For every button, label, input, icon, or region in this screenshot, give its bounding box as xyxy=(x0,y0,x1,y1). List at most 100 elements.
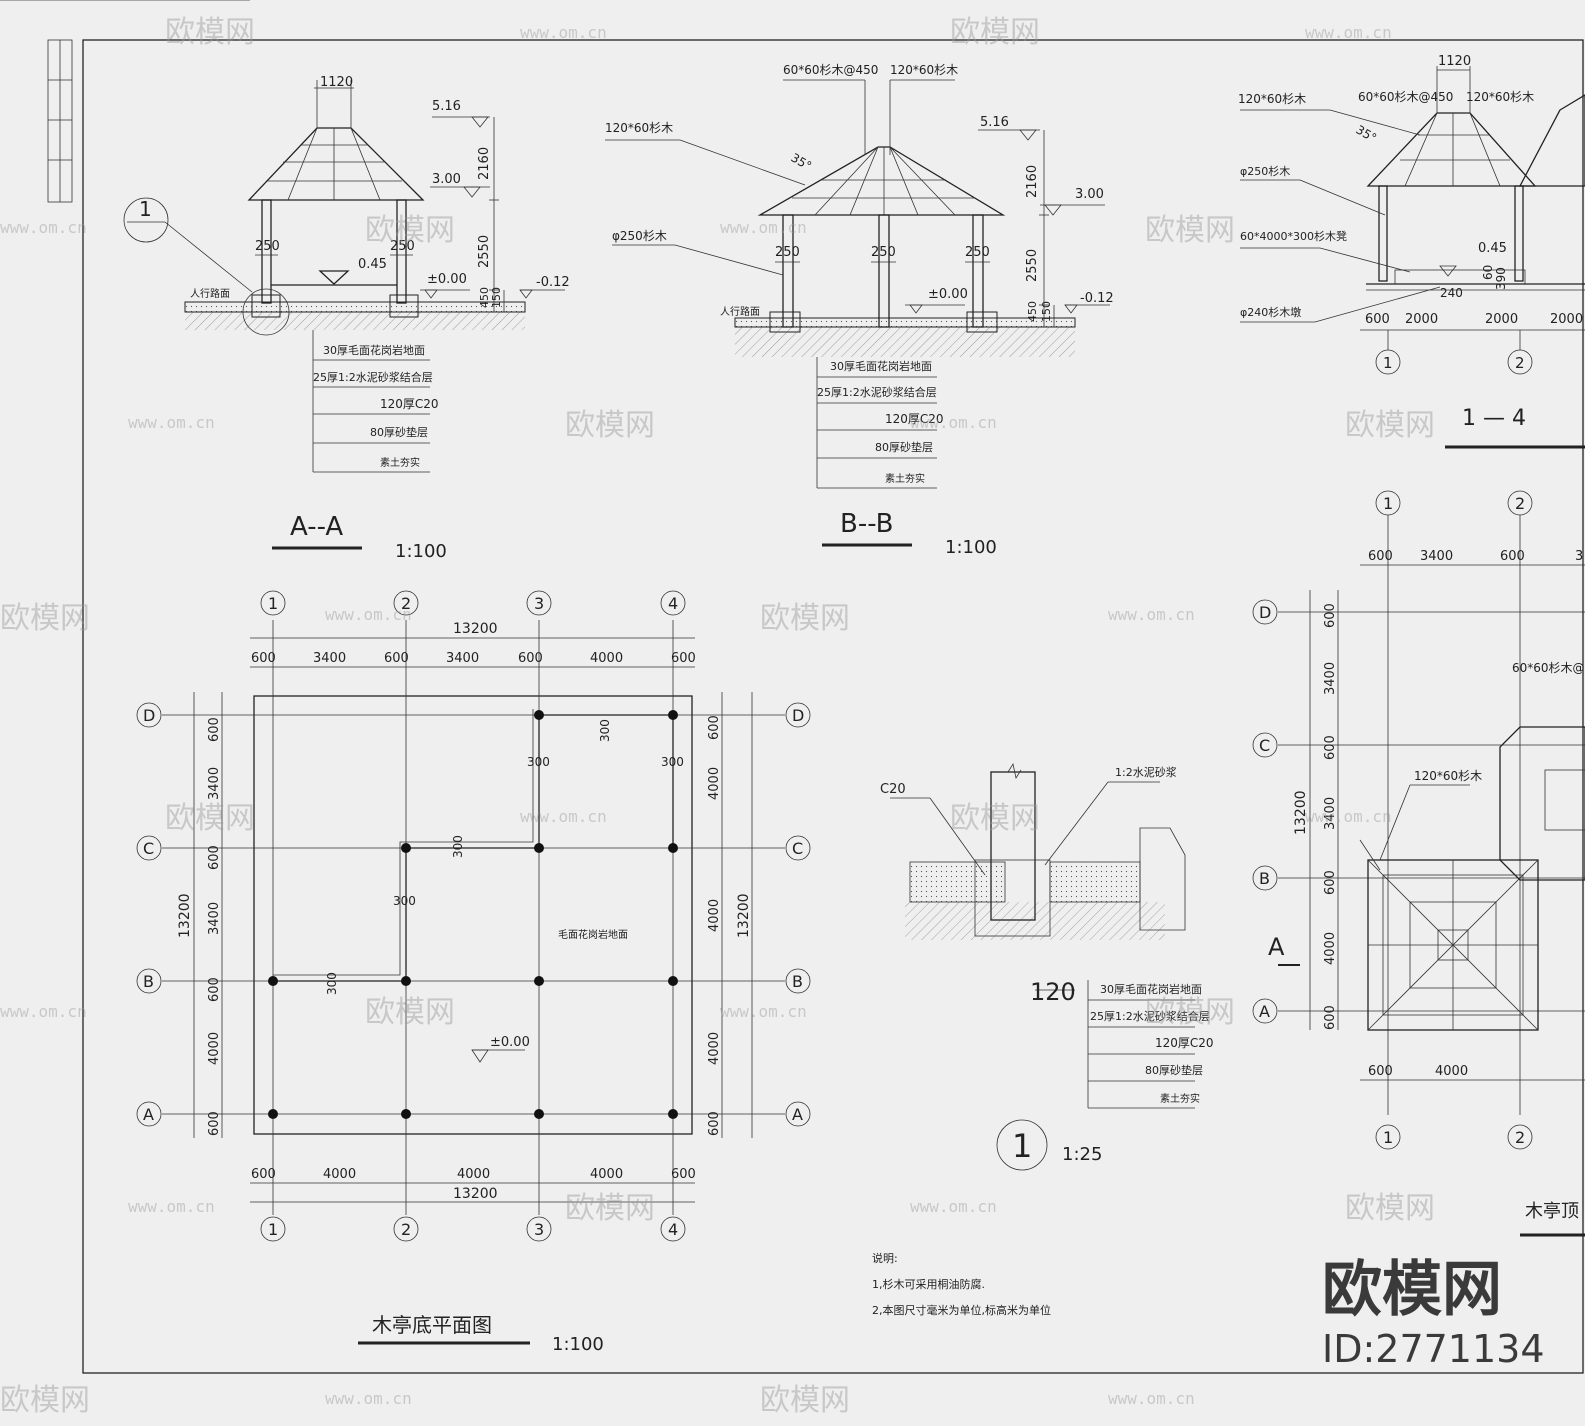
level-eave: 3.00 xyxy=(1075,187,1104,202)
watermark-brand: 欧模网 xyxy=(950,801,1040,836)
watermark-layer: 欧模网 欧模网 欧模网 欧模网 欧模网 欧模网 欧模网 欧模网 欧模网 欧模网 … xyxy=(0,15,1435,1418)
right-dim-5: 600 xyxy=(707,1111,722,1136)
plan-scale: 1:100 xyxy=(552,1334,604,1355)
watermark-url: www.om.cn xyxy=(1108,605,1195,624)
watermark-brand: 欧模网 xyxy=(1145,213,1235,248)
layer-1: 30厚毛面花岗岩地面 xyxy=(830,359,932,373)
watermark-url: www.om.cn xyxy=(1305,807,1392,826)
dim-1120: 1120 xyxy=(320,75,353,90)
layer-2: 25厚1:2水泥砂浆结合层 xyxy=(817,385,937,399)
level-roof: 5.16 xyxy=(432,99,461,114)
top-dim-7: 600 xyxy=(671,651,696,666)
bay-4: 2000 xyxy=(1550,312,1583,327)
dim-60: 60 xyxy=(1481,265,1495,280)
note-rafter-small: 60*60杉木@450 xyxy=(783,63,878,77)
watermark-brand: 欧模网 xyxy=(565,408,655,443)
title-strip xyxy=(47,39,73,203)
bottom-dim-2: 4000 xyxy=(1435,1064,1468,1079)
bench-dim-5: 300 xyxy=(393,894,416,908)
axis-top-3: 3 xyxy=(534,594,544,613)
left-dim-1: 600 xyxy=(207,717,222,742)
level-ground: -0.12 xyxy=(536,275,570,290)
detail-marker: 1 xyxy=(1012,1127,1032,1165)
dim-2160: 2160 xyxy=(1025,165,1040,198)
axis-bottom-2: 2 xyxy=(1515,1128,1525,1147)
elevation-caption: 1 — 4 xyxy=(1462,406,1526,431)
detail-scale: 1:25 xyxy=(1062,1144,1102,1165)
watermark-url: www.om.cn xyxy=(0,1002,87,1021)
dim-450: 450 xyxy=(478,287,491,308)
right-dim-4: 4000 xyxy=(707,1032,722,1065)
axis-1: 1 xyxy=(1383,354,1393,372)
note-rafter-big: 120*60杉木 xyxy=(1466,90,1534,104)
watermark-url: www.om.cn xyxy=(910,1197,997,1216)
plan-text: 13200 600 3400 600 3400 600 4000 600 600… xyxy=(143,594,804,1355)
watermark-brand: 欧模网 xyxy=(1345,1191,1435,1226)
axis-d: D xyxy=(1259,603,1271,622)
left-dim-6: 4000 xyxy=(1323,932,1338,965)
watermark-url: www.om.cn xyxy=(325,605,412,624)
axis-bottom-2: 2 xyxy=(401,1220,411,1239)
watermark-brand: 欧模网 xyxy=(165,801,255,836)
floor-label: 毛面花岗岩地面 xyxy=(558,928,628,941)
layer-3: 120厚C20 xyxy=(885,412,944,426)
watermark-url: www.om.cn xyxy=(1305,23,1392,42)
section-a-scale: 1:100 xyxy=(395,541,447,562)
section-a-text: 1120 5.16 3.00 0.45 ±0.00 -0.12 250 250 … xyxy=(139,75,570,562)
layer-2: 25厚1:2水泥砂浆结合层 xyxy=(313,370,433,384)
bench-dim-4: 300 xyxy=(451,835,465,858)
note-column: φ250杉木 xyxy=(1240,164,1290,178)
left-dim-7: 600 xyxy=(207,1111,222,1136)
elevation-text: 1120 120*60杉木 60*60杉木@450 120*60杉木 35° φ… xyxy=(1238,54,1583,431)
axis-left-b: B xyxy=(143,972,154,991)
bottom-dim-3: 4000 xyxy=(457,1167,490,1182)
watermark-url: www.om.cn xyxy=(128,413,215,432)
top-dim-6: 4000 xyxy=(590,651,623,666)
roof-total: 13200 xyxy=(1293,790,1309,835)
note-column: φ250杉木 xyxy=(612,229,667,243)
axis-a: A xyxy=(1259,1002,1270,1021)
left-dim-1: 600 xyxy=(1323,603,1338,628)
left-dim-2: 3400 xyxy=(1323,662,1338,695)
axis-b: B xyxy=(1259,869,1270,888)
level-roof: 5.16 xyxy=(980,115,1009,130)
bottom-dim-1: 600 xyxy=(251,1167,276,1182)
level-eave: 3.00 xyxy=(432,172,461,187)
layer-5: 素土夯实 xyxy=(885,472,925,485)
label-c20: C20 xyxy=(880,782,906,797)
bench-dim-6: 300 xyxy=(325,972,339,995)
axis-bottom-1: 1 xyxy=(1383,1128,1393,1147)
axis-top-4: 4 xyxy=(668,594,678,613)
axis-right-c: C xyxy=(792,839,803,858)
plan-total-top: 13200 xyxy=(453,621,498,637)
top-dim-4: 3 xyxy=(1575,549,1583,564)
watermark-logo: 欧模网 ID:2771134 xyxy=(1312,1245,1545,1371)
axis-right-d: D xyxy=(792,706,804,725)
watermark-url: www.om.cn xyxy=(720,1002,807,1021)
watermark-brand: 欧模网 xyxy=(0,601,90,636)
roof-plan-drawing xyxy=(1252,490,1585,1237)
bottom-dim-1: 600 xyxy=(1368,1064,1393,1079)
section-b-text: 60*60杉木@450 120*60杉木 120*60杉木 φ250杉木 35°… xyxy=(605,63,1114,558)
roof-plan-text: 1 2 1 2 D C B A 600 3400 600 3 600 4000 … xyxy=(1259,494,1585,1222)
bench-dim-1: 300 xyxy=(598,719,612,742)
left-dim-5: 600 xyxy=(1323,870,1338,895)
left-dim-2: 3400 xyxy=(207,767,222,800)
left-dim-3: 600 xyxy=(207,845,222,870)
level-ground: -0.12 xyxy=(1080,291,1114,306)
layer-1: 30厚毛面花岗岩地面 xyxy=(323,343,425,357)
layer-4: 80厚砂垫层 xyxy=(370,425,428,439)
plan-title: 木亭底平面图 xyxy=(372,1313,492,1337)
watermark-url: www.om.cn xyxy=(0,218,87,237)
bay-2: 2000 xyxy=(1405,312,1438,327)
bottom-dim-4: 4000 xyxy=(590,1167,623,1182)
dim-390: 390 xyxy=(1494,267,1508,290)
layer-3: 120厚C20 xyxy=(380,397,439,411)
note-1: 1,杉木可采用桐油防腐. xyxy=(872,1277,985,1291)
section-b-scale: 1:100 xyxy=(945,537,997,558)
watermark-url: www.om.cn xyxy=(520,23,607,42)
logo-id: ID:2771134 xyxy=(1322,1327,1545,1371)
note-rafter-big: 120*60杉木 xyxy=(890,63,958,77)
layer-4: 80厚砂垫层 xyxy=(1145,1063,1203,1077)
watermark-brand: 欧模网 xyxy=(365,213,455,248)
